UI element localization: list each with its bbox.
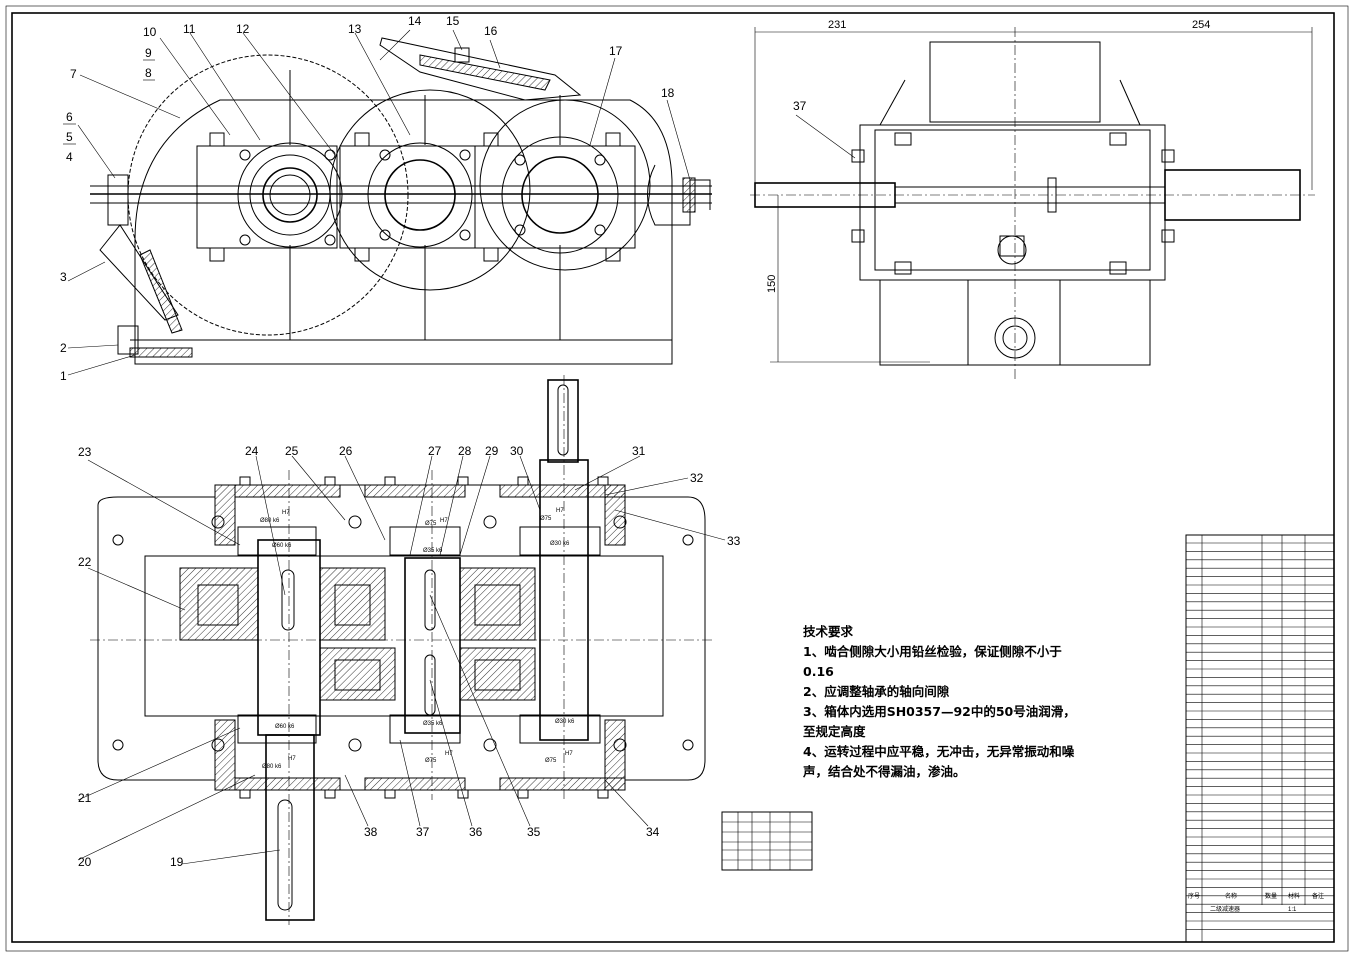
part-number: 28 [458, 444, 472, 458]
title-col-material: 材料 [1288, 892, 1300, 900]
part-number: 23 [78, 445, 92, 459]
side-view: 231 254 150 37 [750, 19, 1315, 380]
fit-note: H7 [556, 508, 564, 514]
fit-note: H7 [445, 751, 453, 757]
part-number: 19 [170, 855, 184, 869]
fit-note: Ø75 [425, 521, 437, 527]
fit-note: Ø35 k6 [423, 721, 443, 727]
dimension-150: 150 [766, 275, 778, 293]
title-col-qty: 数量 [1265, 892, 1277, 900]
part-number: 18 [661, 86, 675, 100]
part-number: 35 [527, 825, 541, 839]
fit-note: Ø80 k6 [262, 764, 282, 770]
fit-note: Ø80 k6 [260, 518, 280, 524]
title-drawing-name: 二级减速器 [1210, 905, 1240, 913]
tech-requirement-item: 1、啮合侧隙大小用铅丝检验，保证侧隙不小于0.16 [803, 644, 1062, 679]
fit-note: Ø75 [545, 758, 557, 764]
tech-requirement-item: 3、箱体内选用SH0357—92中的50号油润滑，至规定高度 [803, 704, 1076, 739]
part-number: 21 [78, 791, 92, 805]
part-number: 37 [416, 825, 430, 839]
part-number: 16 [484, 24, 498, 38]
part-number: 6 [66, 110, 73, 124]
fit-note: H7 [565, 751, 573, 757]
part-number: 26 [339, 444, 353, 458]
fit-note: H7 [440, 518, 448, 524]
part-number: 22 [78, 555, 92, 569]
part-number: 24 [245, 444, 259, 458]
front-view-callouts: 1 2 3 4 5 6 7 8 9 10 11 12 13 14 15 16 1… [60, 14, 691, 383]
tech-requirement-item: 2、应调整轴承的轴向间隙 [803, 684, 950, 699]
part-number: 13 [348, 22, 362, 36]
part-number: 17 [609, 44, 623, 58]
title-col-note: 备注 [1312, 892, 1324, 900]
part-number: 25 [285, 444, 299, 458]
part-number: 33 [727, 534, 741, 548]
title-scale: 1:1 [1288, 907, 1297, 913]
fit-note: Ø75 [540, 516, 552, 522]
part-number: 32 [690, 471, 704, 485]
part-number: 11 [183, 22, 196, 36]
part-number: 8 [145, 66, 152, 80]
part-number: 29 [485, 444, 499, 458]
title-col-serial: 序号 [1188, 892, 1200, 900]
part-number: 10 [143, 25, 157, 39]
part-number: 3 [60, 270, 67, 284]
part-number: 4 [66, 150, 73, 164]
fit-note: Ø60 k6 [272, 543, 292, 549]
front-view [90, 37, 712, 365]
part-number: 37 [793, 99, 807, 113]
part-number: 20 [78, 855, 92, 869]
fit-note: Ø75 [425, 758, 437, 764]
section-view: H7 Ø80 k6 Ø60 k6 H7 Ø75 Ø35 k6 H7 Ø75 Ø3… [90, 375, 715, 925]
part-number: 1 [60, 369, 67, 383]
gear-parameter-table [721, 811, 813, 871]
part-number: 34 [646, 825, 660, 839]
fit-note: Ø30 k6 [555, 719, 575, 725]
part-number: 5 [66, 130, 73, 144]
part-number: 14 [408, 14, 422, 28]
part-number: 9 [145, 46, 152, 60]
part-number: 30 [510, 444, 524, 458]
section-view-callouts: 19 20 21 22 23 24 25 26 27 28 29 30 31 3… [77, 444, 741, 869]
inner-frame [11, 12, 1335, 943]
parts-list: 二级减速器 序号 名称 数量 材料 备注 1:1 [1185, 534, 1335, 943]
fit-note: H7 [282, 510, 290, 516]
fit-note: Ø30 k6 [550, 541, 570, 547]
outer-frame [5, 5, 1349, 952]
part-number: 15 [446, 14, 460, 28]
tech-requirements-title: 技术要求 [803, 624, 854, 639]
part-number: 2 [60, 341, 67, 355]
title-col-name: 名称 [1225, 892, 1237, 900]
dimension-231: 231 [828, 19, 846, 31]
dimension-254: 254 [1192, 19, 1210, 31]
fit-note: H7 [288, 756, 296, 762]
fit-note: Ø60 k6 [275, 724, 295, 730]
tech-requirement-item: 4、运转过程中应平稳，无冲击，无异常振动和噪声，结合处不得漏油，渗油。 [803, 744, 1075, 779]
part-number: 12 [236, 22, 250, 36]
part-number: 7 [70, 67, 77, 81]
part-number: 31 [632, 444, 646, 458]
fit-note: Ø35 k6 [423, 548, 443, 554]
technical-requirements: 技术要求 1、啮合侧隙大小用铅丝检验，保证侧隙不小于0.16 2、应调整轴承的轴… [803, 622, 1083, 782]
part-number: 36 [469, 825, 483, 839]
part-number: 27 [428, 444, 442, 458]
part-number: 38 [364, 825, 378, 839]
